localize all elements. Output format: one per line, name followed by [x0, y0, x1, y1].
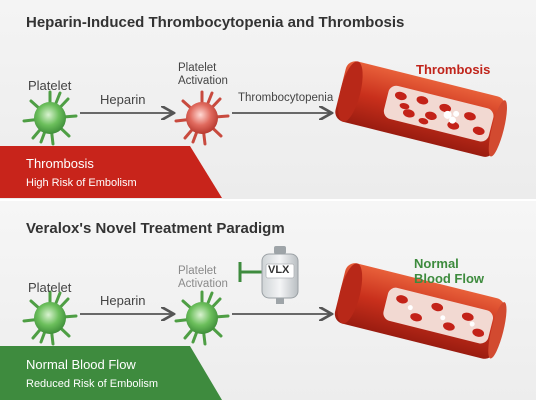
banner-subtitle-2: Reduced Risk of Embolism	[26, 378, 159, 390]
thrombosis-banner	[0, 146, 222, 198]
heparin-label-2: Heparin	[100, 293, 146, 308]
normal-flow-banner	[0, 346, 222, 400]
activation-label-line1: Platelet	[178, 62, 217, 74]
panel-divider	[0, 199, 536, 201]
activation-label-2-line2: Activation	[178, 278, 228, 290]
platelet-label: Platelet	[28, 78, 72, 93]
activation-label-line2: Activation	[178, 75, 228, 87]
activation-label-2-line1: Platelet	[178, 265, 217, 277]
bottom-title: Veralox's Novel Treatment Paradigm	[26, 220, 285, 237]
iv-bag-icon	[261, 246, 299, 304]
thrombosis-label: Thrombosis	[416, 62, 491, 77]
banner-title-2: Normal Blood Flow	[26, 357, 136, 372]
green-platelet-icon-3	[174, 290, 230, 346]
platelet-label-2: Platelet	[28, 280, 72, 295]
normal-label-line1: Normal	[414, 256, 459, 271]
normal-vessel-icon	[334, 263, 507, 359]
banner-title: Thrombosis	[26, 156, 94, 171]
banner-subtitle: High Risk of Embolism	[26, 177, 137, 189]
heparin-label: Heparin	[100, 92, 146, 107]
thrombocytopenia-label: Thrombocytopenia	[238, 92, 334, 104]
normal-label-line2: Blood Flow	[414, 271, 485, 286]
vlx-label: VLX	[268, 264, 290, 276]
inhibition-icon	[238, 262, 262, 282]
red-activated-platelet-icon	[174, 90, 230, 146]
top-title: Heparin-Induced Thrombocytopenia and Thr…	[26, 14, 405, 31]
thrombosed-vessel-icon	[335, 61, 507, 157]
green-platelet-icon	[22, 90, 78, 146]
green-platelet-icon-2	[22, 290, 78, 346]
